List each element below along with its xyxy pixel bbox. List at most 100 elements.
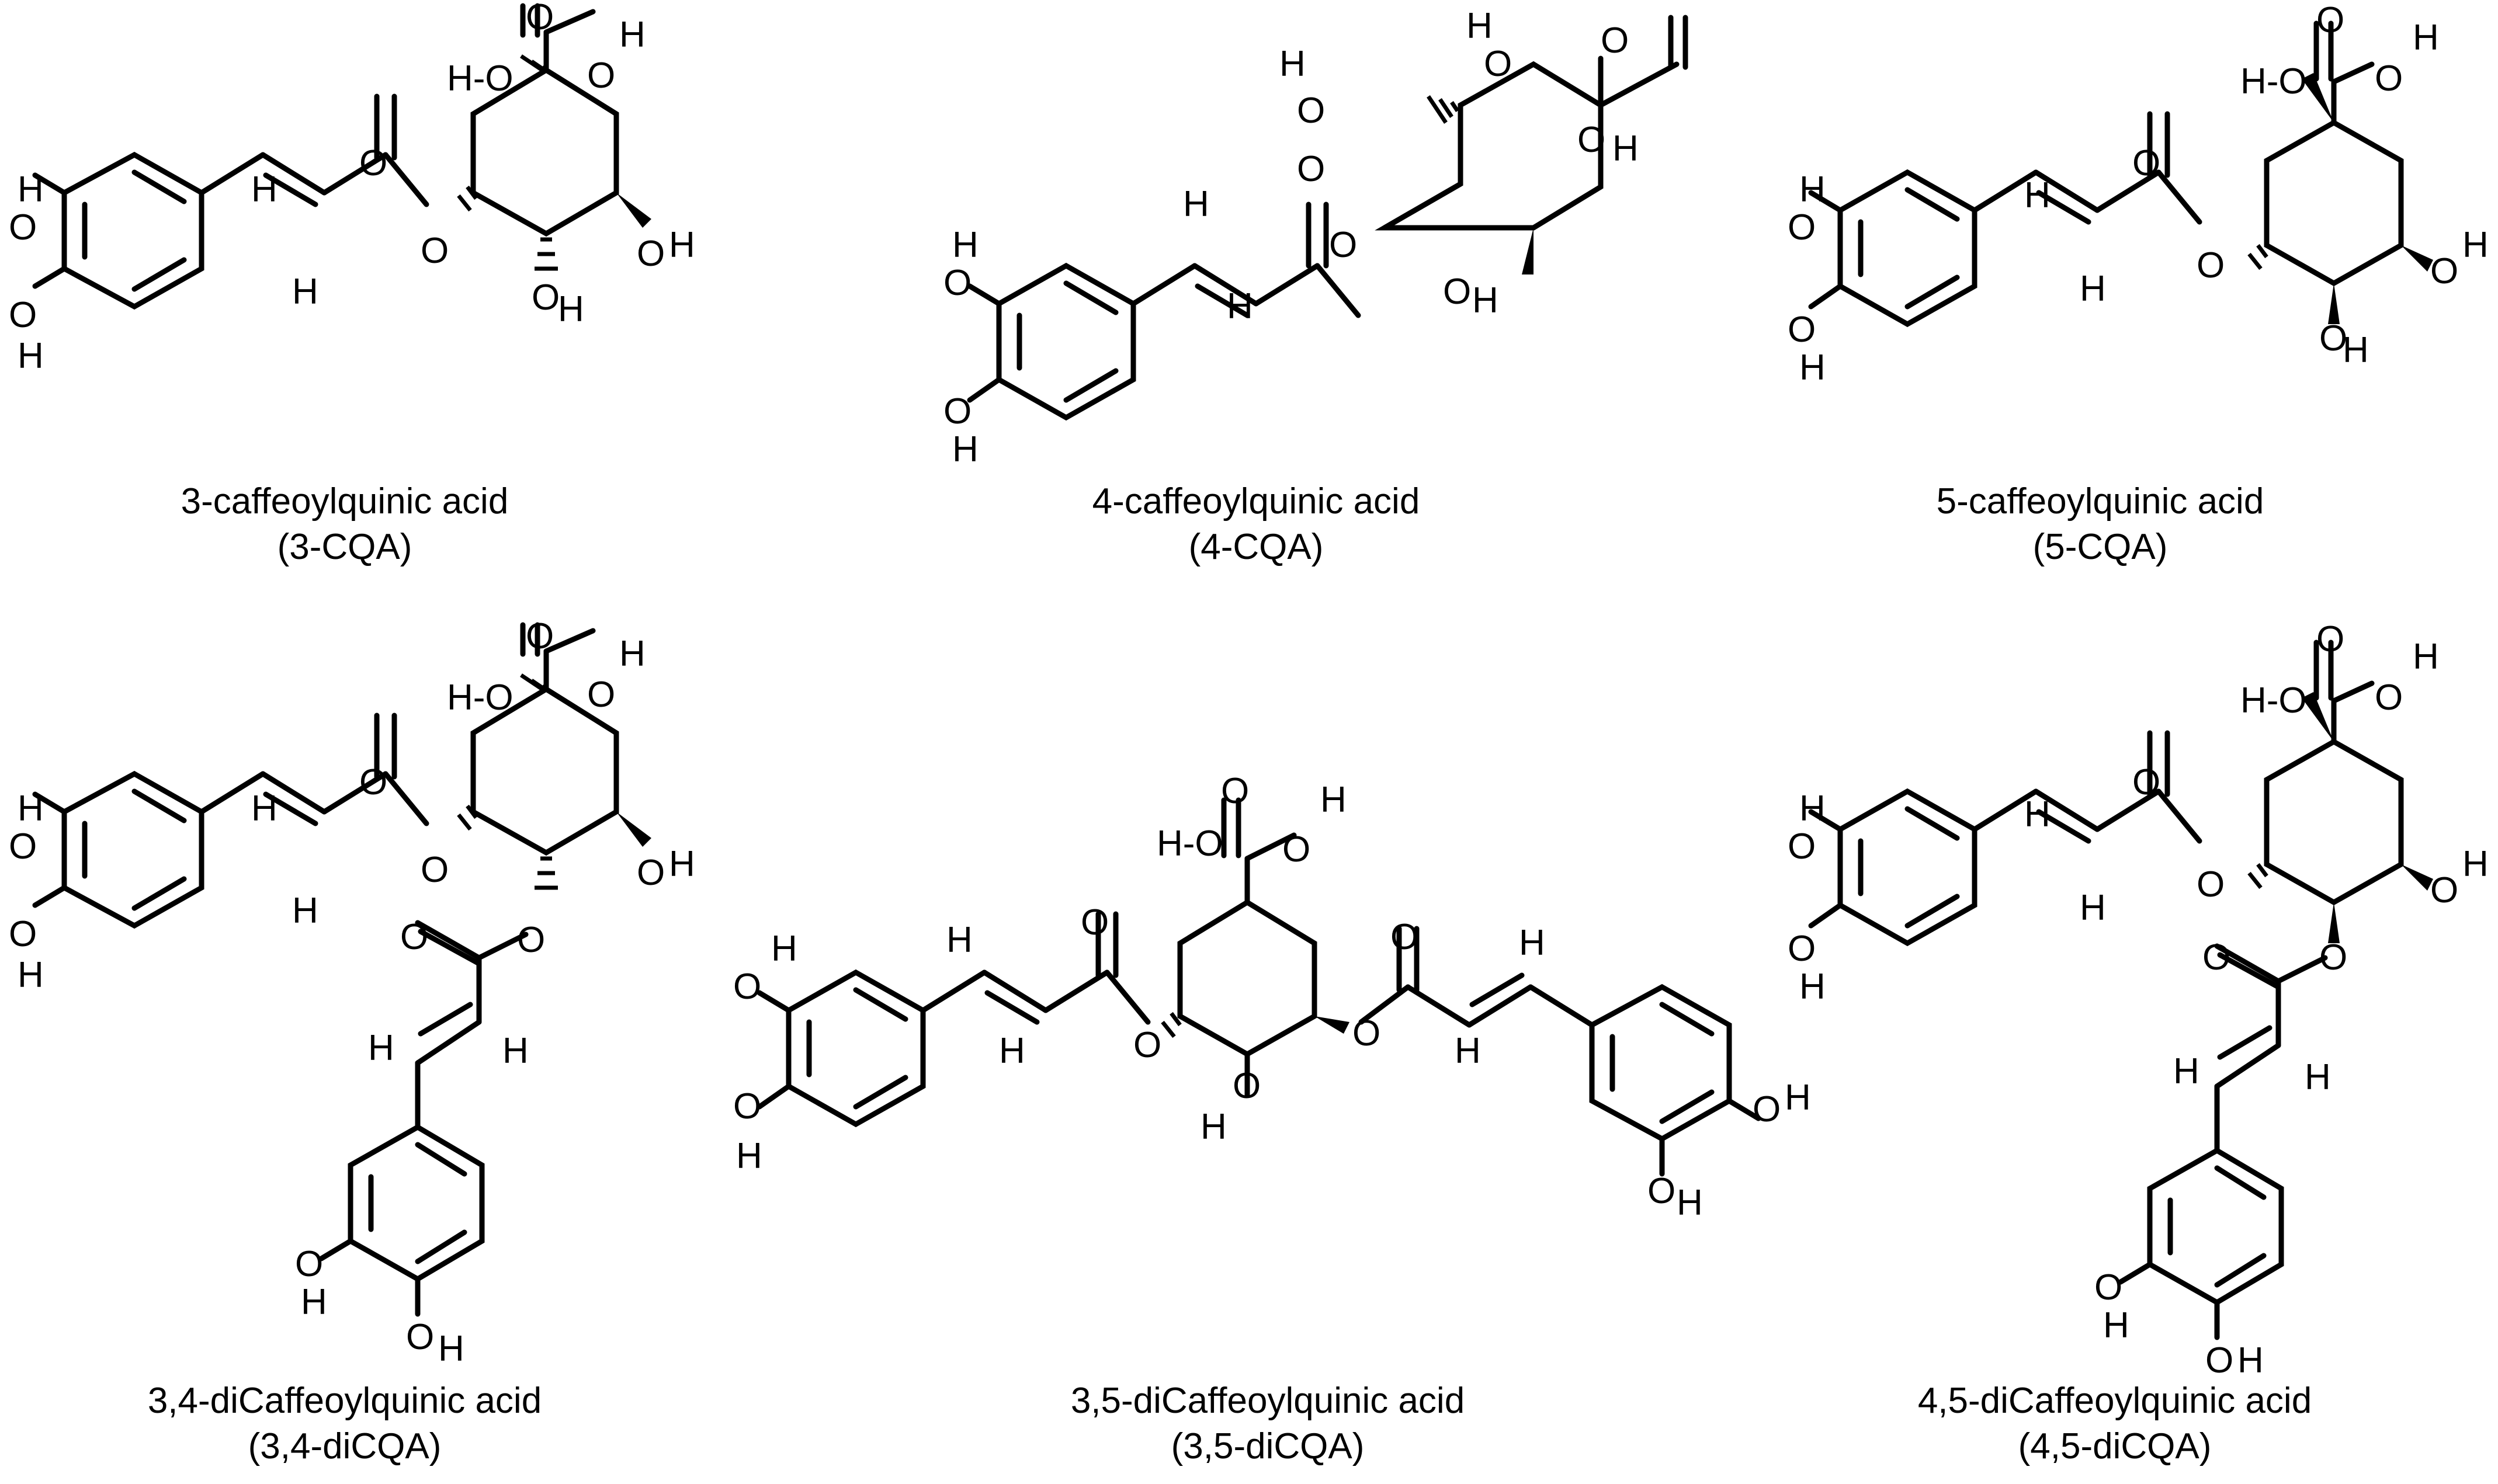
atom-label-o: O — [2319, 937, 2347, 978]
atom-label-h: H — [2080, 888, 2106, 928]
hash-bond-c3 — [457, 804, 478, 831]
atom-label-o: O — [733, 967, 761, 1007]
atom-label-o: O — [2094, 1267, 2122, 1308]
structure-3-4-dicqa: H O O H H H O O H-O O O H O H O O H H O … — [0, 616, 759, 1484]
atom-label-h: H — [292, 891, 318, 931]
atom-label-h: H — [1201, 1107, 1227, 1147]
atom-label-o: O — [359, 762, 387, 802]
atom-label-h: H — [2103, 1305, 2129, 1346]
atom-label-ho: H-O — [447, 677, 514, 718]
atom-label-h: H — [2237, 1340, 2264, 1381]
atom-label-h: H — [999, 1031, 1025, 1071]
atom-label-o: O — [943, 263, 972, 303]
atom-label-h: H — [438, 1329, 464, 1369]
atom-label-h: H — [2413, 18, 2439, 58]
atom-label-o: O — [587, 55, 615, 96]
atom-label-h: H — [1799, 169, 1826, 210]
atom-label-h: H — [1799, 967, 1826, 1007]
atom-label-h: H — [669, 225, 695, 265]
atom-label-h: H — [251, 788, 277, 829]
hash-bond-c3 — [2247, 863, 2268, 889]
atom-label-o: O — [2132, 762, 2160, 802]
atom-label-o: O — [1788, 929, 1816, 969]
caption-3-cqa: 3-caffeoylquinic acid (3-CQA) — [0, 479, 689, 570]
structure-3-cqa: H O O H H H O O H-O O O H O H O H 3-caff… — [0, 0, 759, 567]
atom-label-h: H — [301, 1282, 327, 1322]
structure-4-cqa: H O O H H H O O H O H O O O H O H 4-caff… — [876, 0, 1694, 584]
caption-5-cqa: 5-caffeoylquinic acid (5-CQA) — [1753, 479, 2448, 570]
wedge-bond-c5 — [616, 812, 651, 847]
atom-label-o: O — [2197, 245, 2225, 286]
atom-label-h: H — [1612, 128, 1639, 169]
atom-label-o: O — [2430, 251, 2458, 291]
hash-bond-c4 — [535, 237, 558, 271]
atom-label-h: H — [1677, 1183, 1703, 1223]
atom-label-h: H — [18, 169, 44, 210]
structure-3-5-dicqa-drawing: H O O H H H O O H-O O O H O H O O H H O … — [733, 771, 1811, 1223]
compound-name: 3-caffeoylquinic acid — [181, 481, 509, 522]
atom-label-h: H — [18, 336, 44, 376]
atom-label-o: O — [1390, 917, 1418, 957]
hash-bond-c3 — [457, 185, 478, 212]
compound-name: 5-caffeoylquinic acid — [1936, 481, 2264, 522]
atom-label-h: H — [251, 169, 277, 210]
compound-name: 4-caffeoylquinic acid — [1092, 481, 1420, 522]
atom-label-h: H — [946, 920, 973, 960]
atom-label-h: H — [558, 289, 584, 329]
atom-label-h: H — [18, 788, 44, 829]
atom-label-h: H — [1227, 286, 1253, 326]
atom-label-o: O — [295, 1244, 323, 1284]
atom-label-h: H — [2024, 175, 2051, 216]
atom-label-h: H — [1799, 788, 1826, 829]
atom-label-o: O — [1297, 149, 1325, 189]
atom-label-o: O — [2205, 1340, 2233, 1381]
atom-label-o: O — [1788, 826, 1816, 867]
atom-label-o: O — [421, 850, 449, 890]
compound-name: 3,4-diCaffeoylquinic acid — [147, 1381, 542, 1421]
atom-label-ho: H-O — [2240, 680, 2307, 721]
atom-label-h: H — [2173, 1051, 2199, 1092]
structure-3-4-dicqa-drawing: H O O H H H O O H-O O O H O H O O H H O … — [9, 616, 695, 1369]
caption-3-4-dicqa: 3,4-diCaffeoylquinic acid (3,4-diCQA) — [0, 1378, 689, 1469]
structure-4-cqa-drawing: H O O H H H O O H O H O O O H O H — [943, 6, 1688, 470]
atom-label-h: H — [2080, 269, 2106, 309]
atom-label-o: O — [1282, 829, 1310, 870]
atom-label-o: O — [1297, 91, 1325, 131]
atom-label-o: O — [1788, 207, 1816, 248]
structure-5-cqa-drawing: H O O H H H O O H-O O O H O H O H — [1788, 0, 2489, 388]
hash-bond-c3 — [1427, 95, 1459, 124]
hash-bond-c3 — [2247, 244, 2268, 270]
atom-label-o: O — [1647, 1171, 1675, 1211]
atom-label-o: O — [406, 1317, 434, 1357]
atom-label-o: O — [943, 391, 972, 432]
atom-label-ho: H-O — [447, 58, 514, 99]
atom-label-h: H — [368, 1028, 394, 1068]
atom-label-o: O — [2375, 677, 2403, 718]
compound-abbr: (4,5-diCQA) — [2018, 1426, 2212, 1466]
atom-label-o: O — [9, 826, 37, 867]
atom-label-h: H — [2462, 844, 2489, 884]
caption-4-5-dicqa: 4,5-diCaffeoylquinic acid (4,5-diCQA) — [1753, 1378, 2477, 1469]
atom-label-o: O — [526, 616, 554, 656]
compound-name: 4,5-diCaffeoylquinic acid — [1917, 1381, 2312, 1421]
atom-label-o: O — [526, 0, 554, 37]
structure-4-5-dicqa-drawing: H O O H H H O O H-O O O H O H O O H H O … — [1788, 619, 2489, 1381]
atom-label-h: H — [1466, 6, 1493, 46]
atom-label-o: O — [2197, 864, 2225, 905]
structure-5-cqa: H O O H H H O O H-O O O H O H O H 5-caff… — [1753, 0, 2498, 584]
atom-label-o: O — [2316, 619, 2344, 659]
atom-label-o: O — [9, 295, 37, 335]
atom-label-h: H — [502, 1031, 529, 1071]
hash-bond-c4 — [535, 856, 558, 890]
atom-label-o: O — [359, 143, 387, 183]
atom-label-ho: H-O — [1157, 823, 1223, 864]
atom-label-h: H — [771, 929, 797, 969]
wedge-bond-c5 — [616, 193, 651, 228]
atom-label-o: O — [1233, 1066, 1261, 1106]
atom-label-o: O — [1443, 272, 1471, 312]
atom-label-h: H — [1519, 923, 1545, 963]
atom-label-o: O — [1352, 1013, 1380, 1054]
compound-abbr: (3,5-diCQA) — [1171, 1426, 1365, 1466]
compound-abbr: (5-CQA) — [2032, 527, 2168, 567]
